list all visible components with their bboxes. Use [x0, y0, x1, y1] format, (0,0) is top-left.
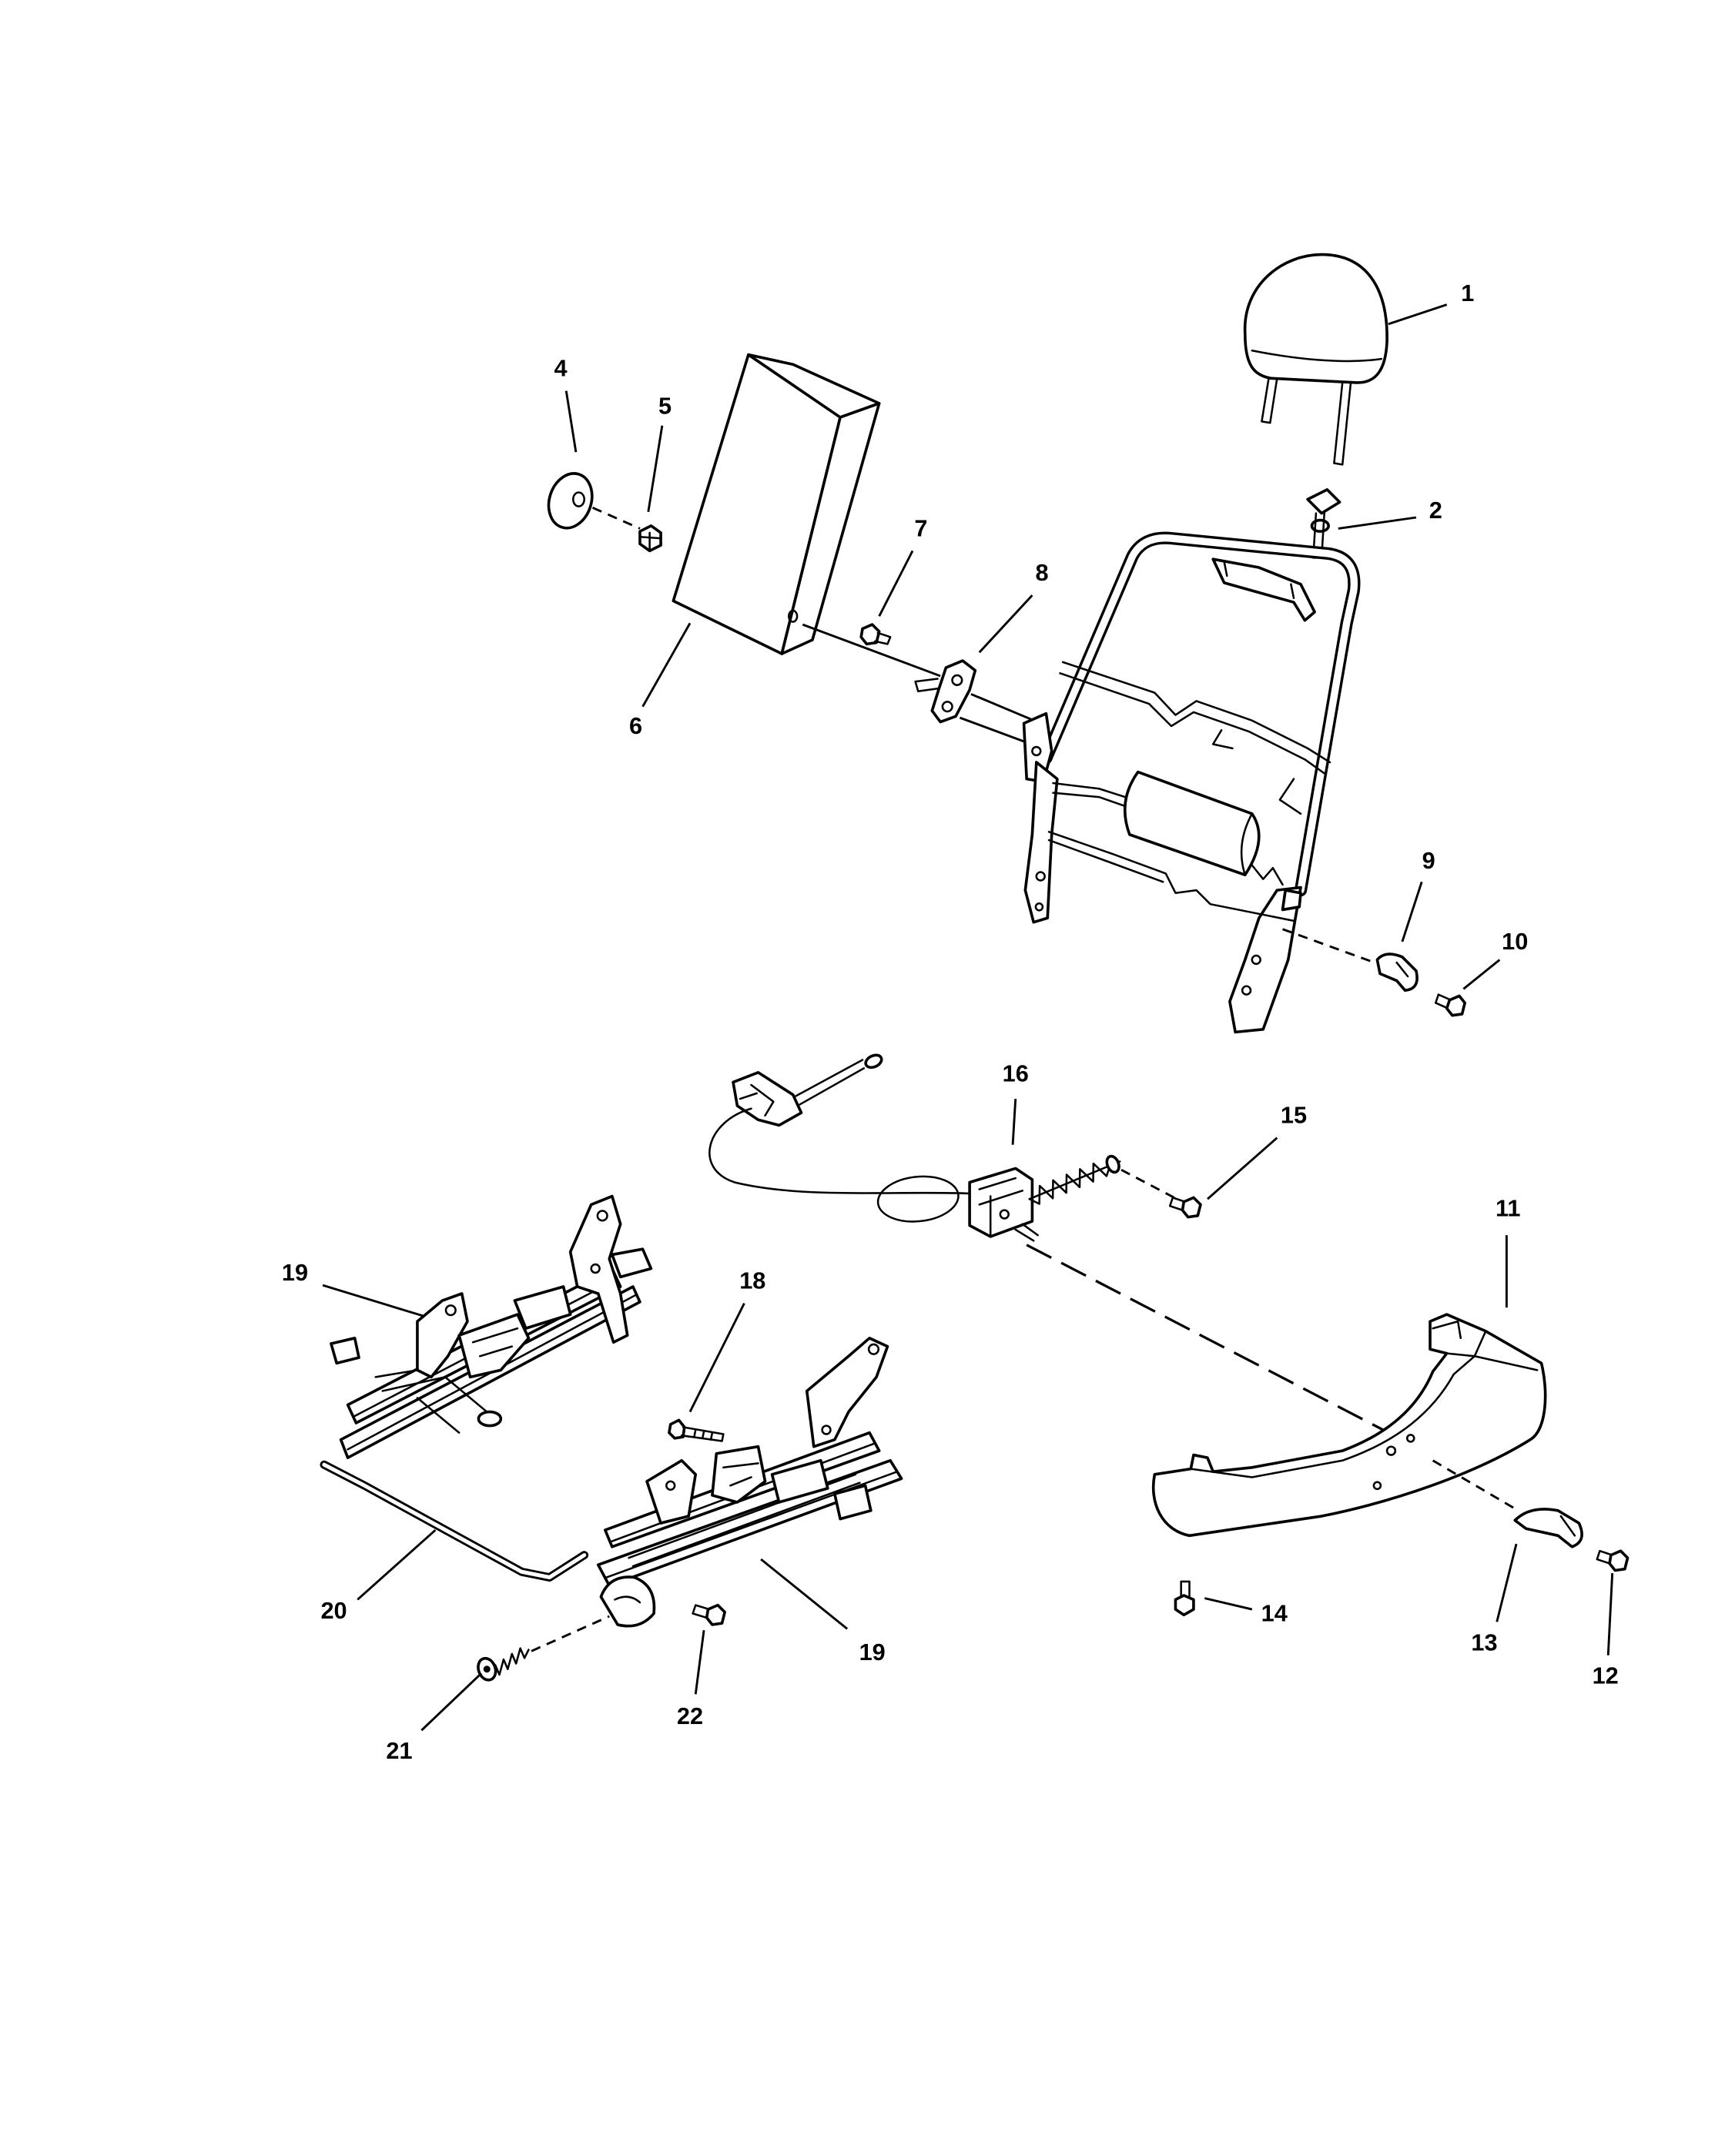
callout-19-lower: 19 [859, 1639, 886, 1666]
leader-line-2 [1338, 516, 1417, 530]
bolt-15 [1168, 1196, 1202, 1219]
leader-line-8 [978, 594, 1033, 654]
headrest-guide [1306, 488, 1341, 559]
leader-line-14 [1204, 1597, 1253, 1611]
knob-axis-line [1282, 928, 1375, 964]
leader-line-19-lower [760, 1558, 849, 1630]
leader-line-21 [420, 1672, 483, 1732]
callout-8: 8 [1035, 559, 1048, 586]
callout-22: 22 [677, 1702, 703, 1729]
leader-line-10 [1462, 959, 1501, 990]
callout-14: 14 [1261, 1599, 1288, 1626]
knob [1375, 952, 1419, 992]
side-panel [672, 353, 881, 655]
leader-line-22 [694, 1629, 705, 1695]
callout-13: 13 [1471, 1629, 1497, 1656]
seat-track-left [330, 1194, 653, 1459]
callout-15: 15 [1281, 1102, 1307, 1129]
leader-line-19-upper [322, 1284, 424, 1317]
callouts: 1 2 4 5 6 7 8 9 10 11 12 13 14 15 16 18 … [282, 280, 1619, 1764]
callout-7: 7 [914, 514, 927, 541]
callout-16: 16 [1003, 1060, 1029, 1086]
leader-line-5 [647, 425, 664, 513]
leader-line-16 [1011, 1099, 1017, 1145]
leader-line-20 [357, 1529, 437, 1601]
leader-line-9 [1401, 881, 1423, 942]
leader-line-1 [1388, 303, 1448, 326]
screw-14 [1174, 1580, 1195, 1617]
leader-line-4 [564, 390, 578, 453]
recliner-mechanism [968, 1154, 1121, 1242]
callout-9: 9 [1422, 847, 1435, 874]
callout-11: 11 [1496, 1195, 1520, 1222]
nut [638, 524, 662, 553]
bolt-18 [668, 1418, 725, 1442]
pivot-bracket [914, 659, 977, 724]
panel-to-bracket-line [802, 623, 941, 678]
seat-track-right [596, 1337, 903, 1628]
shield-trim [1151, 1313, 1547, 1538]
lumbar-support [1123, 770, 1261, 877]
release-cable [708, 1053, 971, 1223]
bracket-to-frame-line-upper [970, 693, 1041, 725]
bracket-to-frame-line-lower [959, 716, 1036, 747]
callout-4: 4 [554, 355, 567, 382]
callout-20: 20 [320, 1597, 347, 1624]
callout-19-upper: 19 [282, 1259, 308, 1286]
washer-axis-line [591, 507, 641, 530]
cross-rod [320, 1460, 589, 1582]
handle-lever [1513, 1508, 1583, 1548]
washer [547, 472, 594, 530]
callout-18: 18 [739, 1267, 765, 1294]
leader-lines [322, 303, 1614, 1732]
screw-22 [692, 1603, 726, 1626]
callout-2: 2 [1429, 497, 1442, 524]
leader-line-6 [641, 622, 692, 708]
callout-1: 1 [1461, 280, 1474, 306]
screw-12 [1596, 1549, 1630, 1572]
spring-bolt [477, 1647, 530, 1682]
mechanism-to-shield-line [1026, 1244, 1395, 1437]
leader-line-13 [1496, 1543, 1518, 1622]
callout-12: 12 [1593, 1662, 1619, 1689]
callout-21: 21 [386, 1737, 412, 1764]
bolt-21-axis-line [531, 1615, 610, 1652]
mechanism-to-bolt-line [1120, 1168, 1177, 1200]
leader-line-18 [688, 1302, 745, 1413]
callout-10: 10 [1502, 928, 1528, 955]
callout-5: 5 [658, 392, 672, 419]
bolt-7 [859, 623, 892, 646]
leader-line-12 [1606, 1573, 1614, 1656]
seatback-frame [1022, 531, 1361, 1034]
callout-6: 6 [629, 712, 642, 739]
screw-10 [1434, 993, 1466, 1017]
leader-line-7 [878, 550, 914, 617]
headrest [1243, 253, 1388, 466]
leader-line-15 [1207, 1137, 1278, 1200]
